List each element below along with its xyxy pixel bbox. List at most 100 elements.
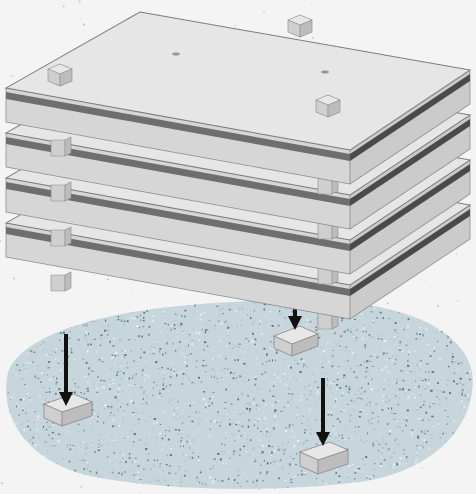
gravel-speck — [164, 479, 166, 481]
gravel-speck — [354, 354, 356, 357]
gravel-speck — [374, 417, 376, 419]
gravel-speck — [211, 364, 213, 366]
gravel-speck — [150, 335, 152, 337]
gravel-speck — [68, 344, 70, 347]
gravel-speck — [277, 324, 280, 327]
background-speck — [456, 253, 458, 255]
gravel-speck — [10, 398, 12, 400]
gravel-speck — [366, 477, 368, 479]
gravel-speck — [232, 419, 234, 422]
gravel-speck — [209, 468, 212, 470]
gravel-speck — [349, 331, 352, 333]
gravel-speck — [33, 383, 36, 385]
gravel-speck — [95, 472, 98, 475]
gravel-speck — [405, 344, 408, 346]
gravel-speck — [34, 375, 37, 378]
gravel-speck — [363, 441, 365, 443]
gravel-speck — [184, 315, 186, 318]
gravel-speck — [429, 434, 433, 437]
background-speck — [80, 486, 82, 488]
gravel-speck — [306, 481, 308, 484]
gravel-speck — [310, 425, 312, 428]
gravel-speck — [387, 371, 390, 373]
gravel-speck — [257, 418, 261, 421]
gravel-speck — [106, 417, 109, 419]
gravel-speck — [427, 387, 430, 389]
gravel-speck — [185, 460, 187, 462]
gravel-speck — [89, 470, 92, 472]
gravel-speck — [191, 456, 194, 459]
gravel-speck — [194, 341, 196, 344]
gravel-speck — [243, 473, 245, 475]
gravel-speck — [29, 429, 32, 431]
gravel-speck — [193, 351, 197, 353]
gravel-speck — [48, 390, 51, 394]
gravel-speck — [92, 431, 94, 433]
gravel-speck — [38, 365, 39, 367]
gravel-speck — [309, 321, 312, 323]
gravel-speck — [390, 412, 394, 414]
gravel-speck — [285, 430, 288, 433]
gravel-speck — [180, 315, 183, 317]
gravel-speck — [295, 416, 297, 419]
gravel-speck — [416, 360, 419, 362]
gravel-speck — [16, 402, 19, 404]
gravel-speck — [379, 353, 381, 354]
gravel-speck — [143, 311, 146, 314]
gravel-speck — [70, 438, 72, 440]
gravel-speck — [224, 320, 227, 323]
gravel-speck — [306, 318, 309, 321]
gravel-speck — [373, 428, 375, 430]
gravel-speck — [295, 463, 297, 465]
gravel-speck — [348, 465, 351, 468]
gravel-speck — [41, 400, 44, 402]
gravel-speck — [447, 338, 449, 340]
top-block-back — [287, 14, 313, 38]
gravel-speck — [192, 322, 195, 324]
gravel-speck — [240, 320, 242, 322]
gravel-speck — [268, 440, 270, 442]
gravel-speck — [449, 341, 452, 344]
gravel-speck — [262, 433, 264, 436]
gravel-speck — [155, 477, 157, 480]
gravel-speck — [467, 398, 470, 401]
gravel-speck — [451, 361, 454, 363]
gravel-speck — [165, 385, 168, 388]
gravel-speck — [128, 384, 130, 386]
gravel-speck — [84, 452, 88, 456]
gravel-speck — [247, 314, 249, 316]
gravel-speck — [459, 382, 462, 384]
gravel-speck — [374, 463, 376, 465]
gravel-speck — [353, 481, 355, 484]
gravel-speck — [283, 449, 286, 451]
gravel-speck — [225, 345, 228, 347]
gravel-speck — [291, 433, 293, 436]
gravel-speck — [270, 454, 272, 457]
gravel-speck — [396, 461, 398, 463]
gravel-speck — [117, 393, 120, 395]
gravel-speck — [382, 352, 386, 355]
gravel-speck — [283, 448, 286, 451]
gravel-speck — [168, 430, 170, 432]
gravel-speck — [367, 382, 369, 385]
gravel-speck — [415, 452, 418, 454]
gravel-speck — [97, 407, 100, 409]
gravel-speck — [99, 344, 102, 346]
gravel-speck — [346, 329, 349, 331]
gravel-speck — [41, 404, 44, 406]
gravel-speck — [342, 377, 345, 379]
gravel-speck — [290, 366, 293, 369]
gravel-speck — [182, 332, 185, 334]
gravel-speck — [424, 378, 427, 381]
gravel-speck — [122, 412, 124, 414]
gravel-speck — [46, 421, 48, 423]
gravel-speck — [196, 312, 199, 314]
gravel-speck — [147, 420, 149, 422]
gravel-speck — [300, 470, 303, 472]
gravel-speck — [372, 365, 374, 367]
gravel-speck — [336, 418, 339, 420]
gravel-speck — [328, 435, 332, 437]
gravel-speck — [352, 336, 355, 338]
gravel-speck — [438, 404, 441, 407]
gravel-speck — [427, 385, 429, 387]
